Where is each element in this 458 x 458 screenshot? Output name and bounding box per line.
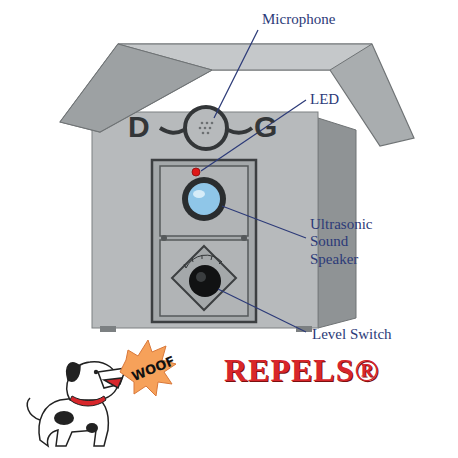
part-label: Ultrasonic Sound Speaker xyxy=(310,216,392,268)
part-label: Level Switch xyxy=(312,326,432,343)
part-label: LED xyxy=(310,91,370,108)
embossed-letter: G xyxy=(254,110,277,145)
brand-logo: REPELS® xyxy=(224,352,379,389)
embossed-letter: D xyxy=(128,110,150,145)
part-label: Microphone xyxy=(262,11,335,28)
